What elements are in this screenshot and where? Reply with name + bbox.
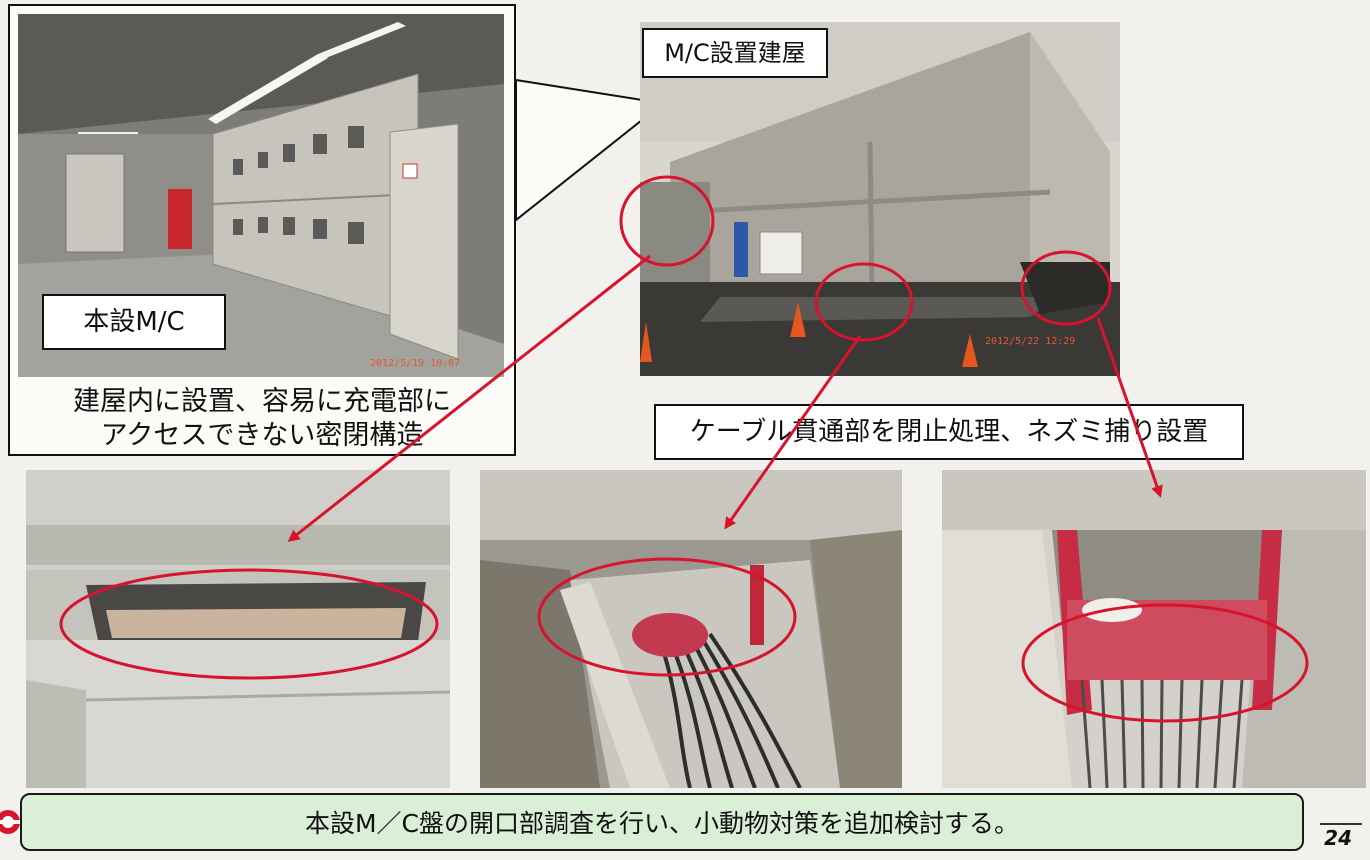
opening-photo-right (942, 470, 1366, 788)
highlight-circle-building-center (814, 262, 914, 342)
opening-photo-left (26, 470, 450, 788)
company-logo-icon (0, 800, 22, 844)
highlight-ellipse-left-opening (59, 568, 439, 680)
indoor-mc-label: 本設M/C (42, 294, 226, 350)
highlight-ellipse-right-opening (1021, 603, 1309, 723)
indoor-mc-caption-line2: アクセスできない密閉構造 (100, 420, 424, 451)
arrow-to-right-opening (1096, 317, 1163, 498)
highlight-circle-building-right (1020, 250, 1112, 326)
page-number-rule (1320, 823, 1362, 825)
building-photo (640, 22, 1120, 376)
building-timestamp: 2012/5/22 12:29 (985, 336, 1076, 347)
page-number: 24 (1324, 826, 1352, 850)
building-label: M/C設置建屋 (642, 28, 828, 78)
bottom-message: 本設M／C盤の開口部調査を行い、小動物対策を追加検討する。 (20, 793, 1304, 851)
arrow-to-left-opening (287, 254, 651, 542)
indoor-mc-timestamp: 2012/5/19 10:07 (370, 358, 461, 369)
highlight-circle-building-left (619, 175, 715, 267)
arrow-to-center-opening (724, 335, 862, 530)
highlight-ellipse-center-opening (537, 557, 797, 677)
indoor-mc-caption-line1: 建屋内に設置、容易に充電部に (73, 386, 451, 417)
